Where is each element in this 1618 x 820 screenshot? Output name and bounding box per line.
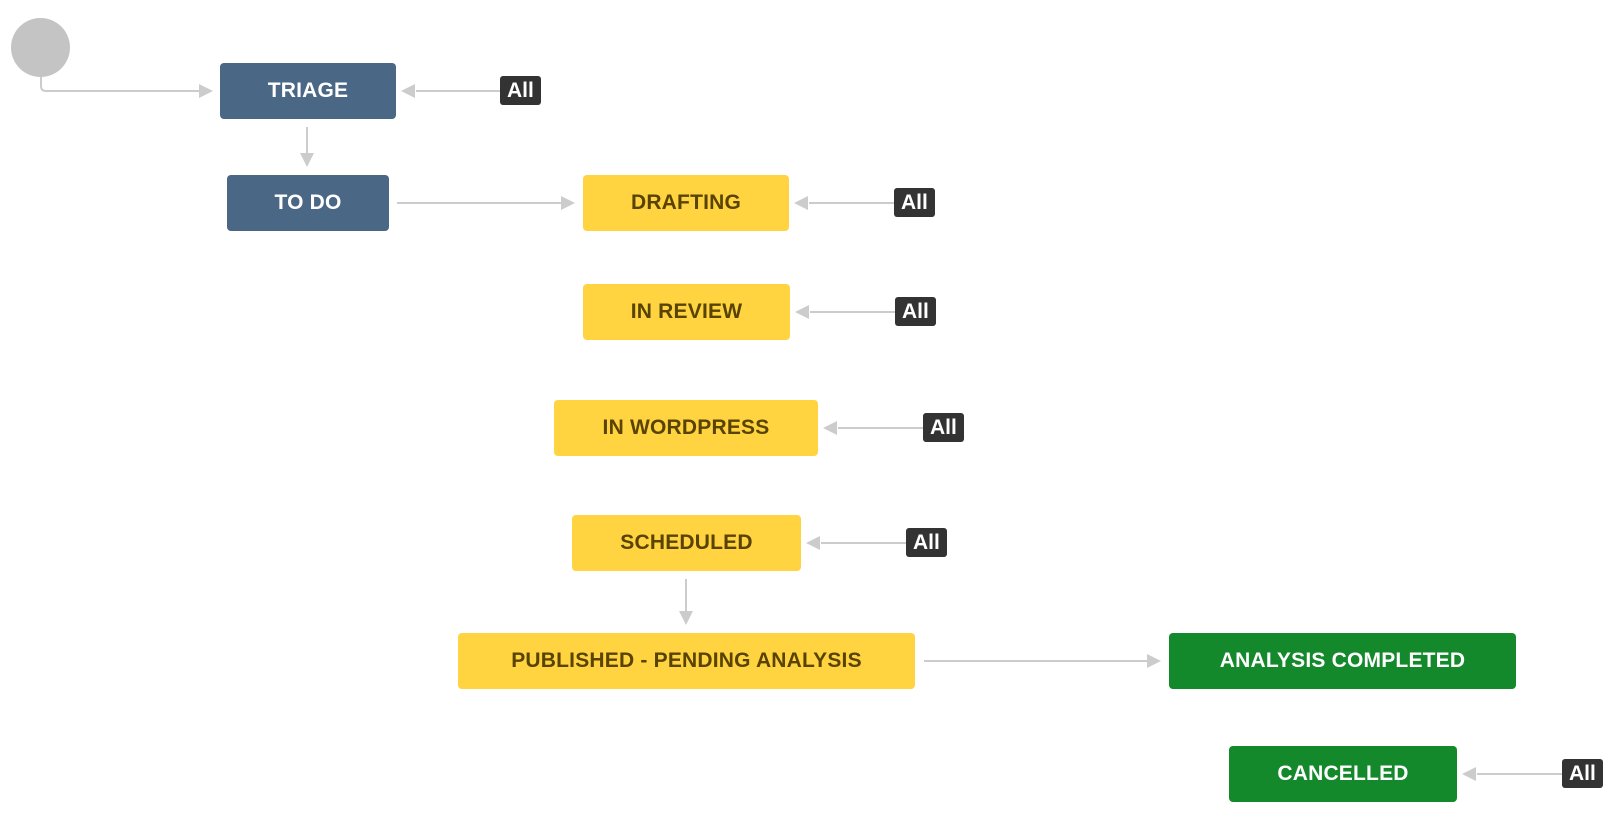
status-triage[interactable]: TRIAGE — [220, 63, 396, 119]
all-transition-badge-scheduled[interactable]: All — [906, 528, 947, 557]
status-scheduled[interactable]: SCHEDULED — [572, 515, 801, 571]
status-drafting[interactable]: DRAFTING — [583, 175, 789, 231]
status-published-pending-analysis[interactable]: PUBLISHED - PENDING ANALYSIS — [458, 633, 915, 689]
status-cancelled[interactable]: CANCELLED — [1229, 746, 1457, 802]
status-to-do[interactable]: TO DO — [227, 175, 389, 231]
all-transition-badge-cancelled[interactable]: All — [1562, 759, 1603, 788]
arrowhead — [823, 421, 837, 435]
arrowhead — [401, 84, 415, 98]
all-transition-badge-in-wordpress[interactable]: All — [923, 413, 964, 442]
arrowhead — [679, 611, 693, 625]
all-transition-badge-drafting[interactable]: All — [894, 188, 935, 217]
arrowhead — [806, 536, 820, 550]
arrowhead — [1462, 767, 1476, 781]
arrowhead — [1147, 654, 1161, 668]
arrowhead — [795, 305, 809, 319]
status-in-review[interactable]: IN REVIEW — [583, 284, 790, 340]
status-analysis-completed[interactable]: ANALYSIS COMPLETED — [1169, 633, 1516, 689]
all-transition-badge-triage[interactable]: All — [500, 76, 541, 105]
arrowhead — [199, 84, 213, 98]
arrowhead — [794, 196, 808, 210]
start-node — [11, 18, 70, 77]
arrowhead — [300, 153, 314, 167]
start-to-triage-arrow — [40, 77, 200, 92]
arrowhead — [561, 196, 575, 210]
status-in-wordpress[interactable]: IN WORDPRESS — [554, 400, 818, 456]
all-transition-badge-in-review[interactable]: All — [895, 297, 936, 326]
